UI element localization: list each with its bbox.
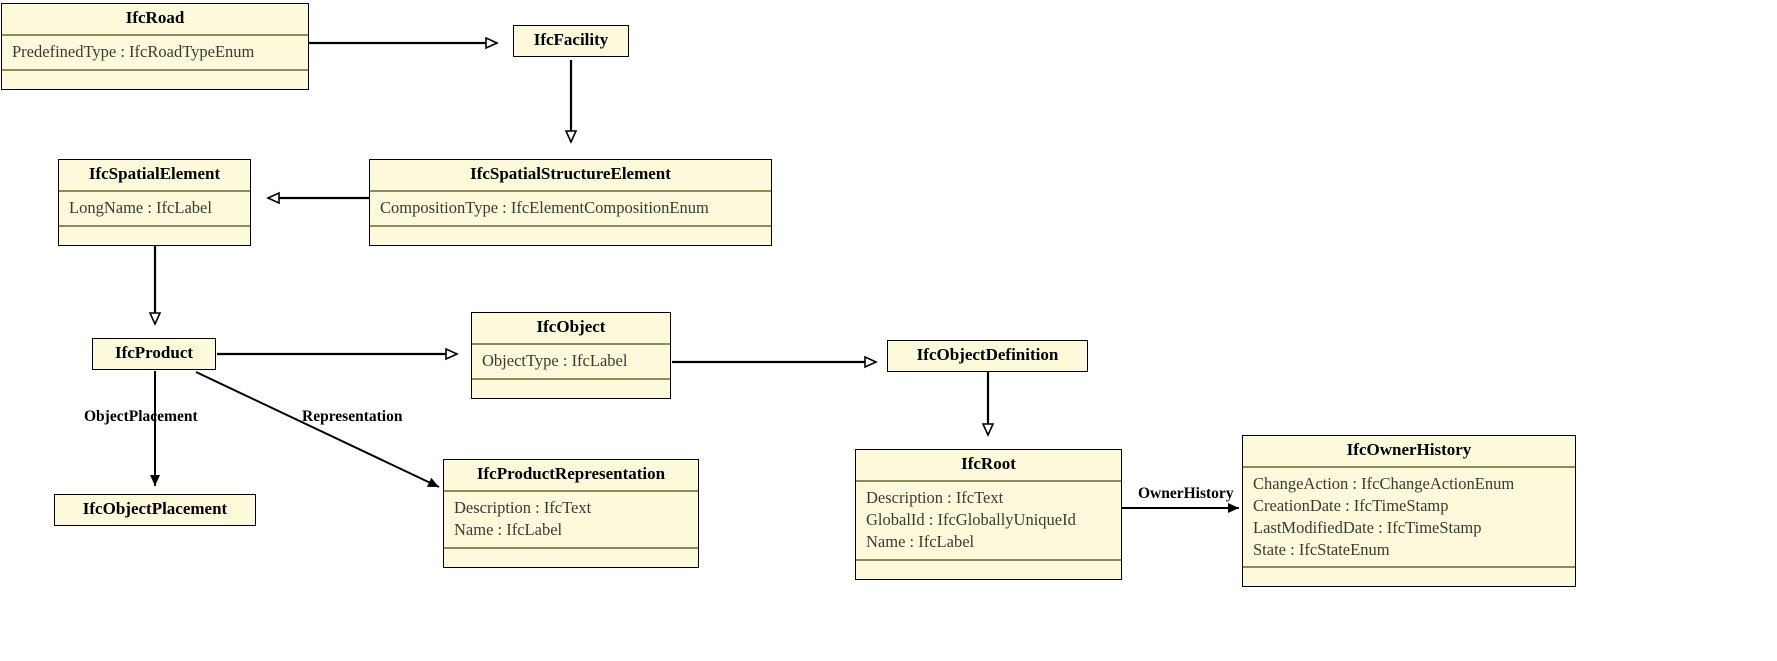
class-box-ifcproduct[interactable]: IfcProduct	[92, 338, 216, 370]
compartment-separator	[472, 377, 670, 380]
class-title: IfcObjectDefinition	[916, 345, 1059, 364]
class-title: IfcSpatialStructureElement	[470, 164, 671, 183]
compartment-separator	[856, 558, 1121, 561]
class-title: IfcOwnerHistory	[1346, 440, 1472, 459]
class-box-ifcobject[interactable]: IfcObject ObjectType : IfcLabel	[471, 312, 671, 399]
attribute-row: ObjectType : IfcLabel	[482, 350, 628, 370]
compartment-separator	[370, 189, 771, 192]
compartment-separator	[370, 224, 771, 227]
class-title: IfcSpatialElement	[88, 164, 221, 183]
compartment-separator	[472, 342, 670, 345]
attribute-row: PredefinedType : IfcRoadTypeEnum	[12, 41, 255, 61]
class-box-ifcobjectdefinition[interactable]: IfcObjectDefinition	[887, 340, 1088, 372]
attribute-row: ChangeAction : IfcChangeActionEnum	[1253, 473, 1515, 493]
compartment-separator	[59, 189, 250, 192]
attribute-row: CreationDate : IfcTimeStamp	[1253, 495, 1449, 515]
attribute-row: CompositionType : IfcElementCompositionE…	[380, 197, 709, 217]
class-attributes: CompositionType : IfcElementCompositionE…	[370, 192, 771, 225]
class-box-ifcroot[interactable]: IfcRoot Description : IfcText GlobalId :…	[855, 449, 1122, 580]
class-title: IfcRoad	[125, 8, 185, 27]
edge-product-to-productrepresentation	[195, 371, 440, 488]
compartment-separator	[444, 489, 698, 492]
class-box-ifcfacility[interactable]: IfcFacility	[513, 25, 629, 57]
class-title: IfcRoot	[961, 454, 1016, 473]
class-operations	[2, 71, 308, 89]
class-title: IfcObjectPlacement	[82, 499, 228, 518]
attribute-row: LastModifiedDate : IfcTimeStamp	[1253, 517, 1482, 537]
compartment-separator	[2, 33, 308, 36]
attribute-row: State : IfcStateEnum	[1253, 539, 1390, 559]
class-operations	[444, 549, 698, 567]
attribute-row: Name : IfcLabel	[454, 519, 563, 539]
class-operations	[1243, 568, 1575, 586]
class-attributes: ObjectType : IfcLabel	[472, 345, 670, 378]
compartment-separator	[2, 68, 308, 71]
class-box-ifcproductrepresentation[interactable]: IfcProductRepresentation Description : I…	[443, 459, 699, 568]
class-operations	[856, 561, 1121, 579]
class-attributes: LongName : IfcLabel	[59, 192, 250, 225]
compartment-separator	[444, 546, 698, 549]
class-box-ifcspatialelement[interactable]: IfcSpatialElement LongName : IfcLabel	[58, 159, 251, 246]
compartment-separator	[856, 479, 1121, 482]
class-box-ifcspatialstructureelement[interactable]: IfcSpatialStructureElement CompositionTy…	[369, 159, 772, 246]
attribute-row: Name : IfcLabel	[866, 531, 975, 551]
attribute-row: Description : IfcText	[454, 497, 592, 517]
edge-label-owner-history: OwnerHistory	[1138, 485, 1234, 502]
edge-label-object-placement: ObjectPlacement	[84, 408, 198, 425]
compartment-separator	[1243, 566, 1575, 569]
edge-label-representation: Representation	[302, 408, 403, 425]
attribute-row: LongName : IfcLabel	[69, 197, 212, 217]
class-attributes: PredefinedType : IfcRoadTypeEnum	[2, 36, 308, 69]
class-attributes: ChangeAction : IfcChangeActionEnum Creat…	[1243, 468, 1575, 567]
attribute-row: Description : IfcText	[866, 487, 1004, 507]
compartment-separator	[1243, 465, 1575, 468]
class-attributes: Description : IfcText Name : IfcLabel	[444, 492, 698, 547]
class-attributes: Description : IfcText GlobalId : IfcGlob…	[856, 482, 1121, 559]
class-title: IfcObject	[536, 317, 606, 336]
class-box-ifcroad[interactable]: IfcRoad PredefinedType : IfcRoadTypeEnum	[1, 3, 309, 90]
class-title: IfcProduct	[114, 343, 194, 362]
class-title: IfcProductRepresentation	[476, 464, 666, 483]
class-operations	[59, 227, 250, 245]
class-operations	[370, 227, 771, 245]
class-box-ifcobjectplacement[interactable]: IfcObjectPlacement	[54, 494, 256, 526]
class-title: IfcFacility	[533, 30, 609, 49]
class-operations	[472, 380, 670, 398]
attribute-row: GlobalId : IfcGloballyUniqueId	[866, 509, 1076, 529]
compartment-separator	[59, 224, 250, 227]
class-box-ifcownerhistory[interactable]: IfcOwnerHistory ChangeAction : IfcChange…	[1242, 435, 1576, 588]
